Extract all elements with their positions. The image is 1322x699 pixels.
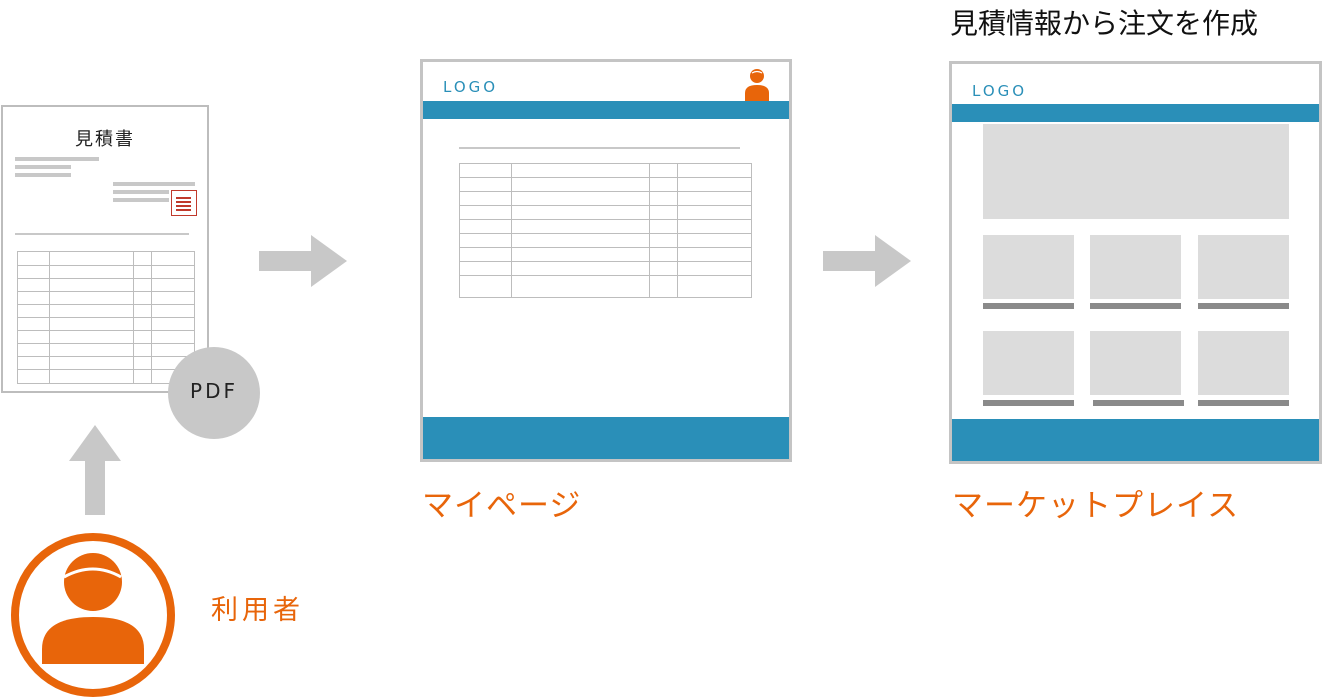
mypage-footer-bar (423, 417, 789, 459)
user-avatar-icon (745, 69, 769, 101)
mypage-title-line (459, 147, 740, 149)
marketplace-logo: LOGO (972, 82, 1028, 100)
doc-text-line (113, 182, 195, 186)
product-card-image (1090, 331, 1181, 395)
doc-text-line (15, 165, 71, 169)
user-label: 利用者 (211, 595, 304, 626)
mypage-logo: LOGO (443, 78, 499, 96)
marketplace-footer-bar (952, 419, 1319, 461)
doc-divider (15, 233, 189, 235)
marketplace-header-bar (952, 104, 1319, 122)
product-card-caption (1093, 400, 1184, 406)
product-card-image (983, 235, 1074, 299)
product-card-caption (1090, 303, 1181, 309)
mypage-label: マイページ (422, 488, 582, 524)
product-card-caption (1198, 400, 1289, 406)
hero-banner (983, 124, 1289, 219)
quotation-document: 見積書 (1, 105, 209, 393)
quotation-table (17, 251, 195, 384)
doc-text-line (15, 157, 99, 161)
marketplace-screen: LOGO (949, 61, 1322, 464)
mypage-screen: LOGO (420, 59, 792, 462)
doc-text-line (15, 173, 71, 177)
product-card-image (1198, 331, 1289, 395)
arrow-up-icon (69, 425, 121, 515)
doc-text-line (113, 198, 169, 202)
seal-stamp-icon (171, 190, 197, 216)
arrow-right-icon (259, 235, 347, 287)
product-card-image (1090, 235, 1181, 299)
product-card-caption (983, 303, 1074, 309)
product-card-caption (983, 400, 1074, 406)
arrow-right-icon (823, 235, 911, 287)
product-card-image (1198, 235, 1289, 299)
quotation-title: 見積書 (75, 129, 135, 150)
mypage-header-bar (423, 101, 789, 119)
product-card-image (983, 331, 1074, 395)
pdf-badge-label: PDF (190, 379, 238, 403)
user-avatar-icon (11, 533, 175, 697)
mypage-table (459, 163, 752, 298)
marketplace-caption: 見積情報から注文を作成 (950, 7, 1259, 40)
doc-text-line (113, 190, 169, 194)
product-card-caption (1198, 303, 1289, 309)
pdf-badge: PDF (168, 347, 260, 439)
marketplace-label: マーケットプレイス (952, 488, 1240, 524)
